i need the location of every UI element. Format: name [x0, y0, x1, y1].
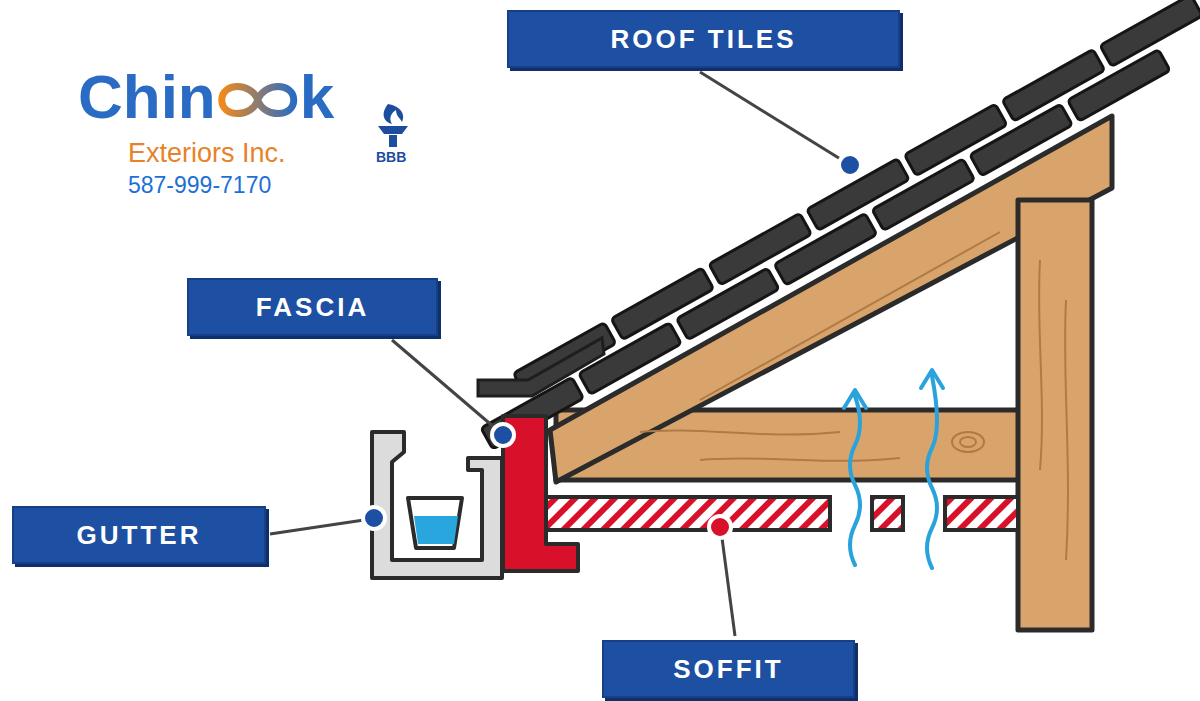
drip-edge [478, 338, 604, 396]
roof-tile [1100, 0, 1200, 66]
roof-tile [1002, 49, 1104, 121]
logo-infinity [222, 87, 294, 114]
bbb-torch [378, 104, 408, 147]
logo-swirl [222, 87, 294, 114]
callout-box: FASCIA [187, 278, 438, 336]
wood-frame [550, 116, 1112, 630]
soffit-panel [535, 497, 1018, 530]
company-name: Exteriors Inc. [128, 140, 286, 167]
bbb-mark: BBB [376, 150, 406, 164]
phone-number: 587-999-7170 [128, 174, 271, 197]
airflow-arrows [844, 370, 943, 568]
part-name: ROOF TILES [611, 25, 797, 54]
roof-tiles [465, 0, 1200, 449]
leader-lines [270, 72, 842, 636]
part-name: FASCIA [256, 293, 369, 322]
callout-dots [363, 154, 861, 538]
wall-post [1018, 200, 1092, 630]
gutter-profile [372, 432, 502, 578]
callout-box: SOFFIT [602, 640, 855, 698]
logo-wordmark: k [300, 66, 334, 128]
roof-tile [904, 104, 1006, 176]
roof-tile [709, 213, 811, 285]
roof-tile [611, 268, 713, 340]
part-name: SOFFIT [673, 655, 783, 684]
gutter-water [414, 516, 458, 544]
callout-box: GUTTER [12, 506, 266, 564]
callout-box: ROOF TILES [507, 10, 900, 68]
logo-wordmark: Chin [78, 66, 216, 128]
part-name: GUTTER [77, 521, 202, 550]
